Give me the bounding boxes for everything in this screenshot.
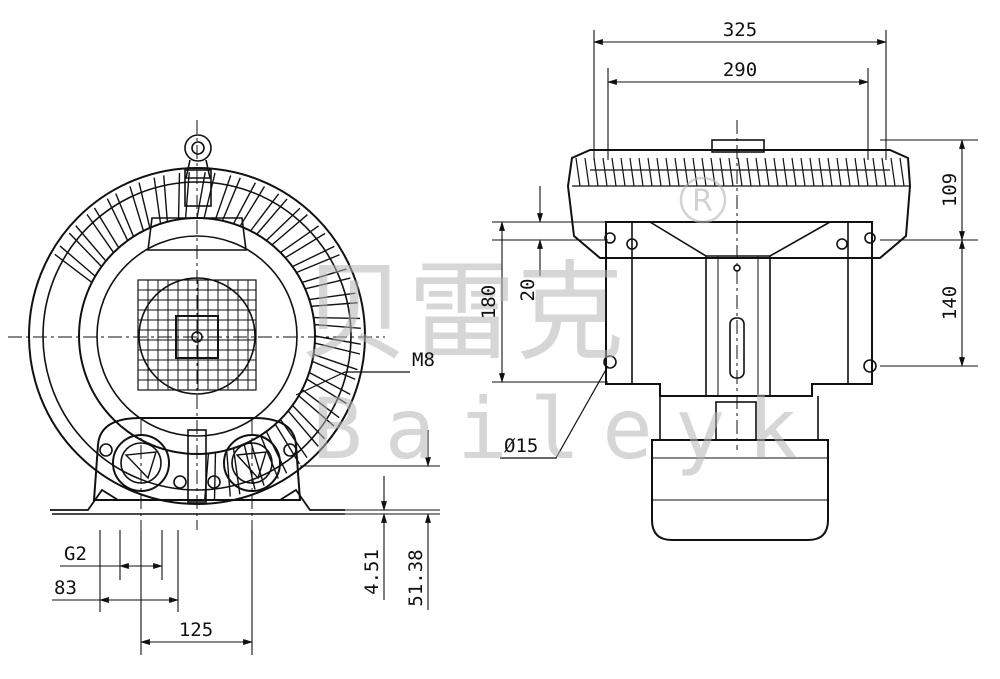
dim-upper-height: 109 <box>939 173 961 207</box>
motor-can <box>651 439 829 541</box>
dim-port-thread: G2 <box>64 543 87 565</box>
dim-port-spacing: 125 <box>179 619 213 641</box>
dim-flange-height: 180 <box>478 285 500 319</box>
registered-mark-icon: R <box>692 184 713 219</box>
watermark-cn: 贝雷克 <box>300 251 624 376</box>
side-view <box>500 120 912 541</box>
dim-bolt-thread: M8 <box>412 349 435 371</box>
dim-inner-width: 290 <box>723 59 757 81</box>
dim-lower-height: 140 <box>939 286 961 320</box>
dim-port-offset: 83 <box>54 577 77 599</box>
dim-hole-diameter: Ø15 <box>504 435 538 457</box>
dimension-lines <box>52 30 978 655</box>
watermark-en: Baileyk <box>312 380 820 478</box>
blower-body <box>605 221 873 397</box>
dim-axis-height: 51.38 <box>405 549 427 606</box>
crown-fins <box>572 157 910 187</box>
lifting-eye-icon <box>184 134 212 179</box>
port-manifold <box>92 417 302 501</box>
dim-flange-offset: 20 <box>517 279 539 302</box>
dim-foot-height: 4.51 <box>361 549 383 595</box>
dim-overall-width: 325 <box>723 19 757 41</box>
dimension-labels: 325 290 109 140 180 20 Ø15 M8 G2 83 125 … <box>54 19 961 641</box>
watermark: 贝雷克 Baileyk R <box>300 176 820 478</box>
cooling-fins <box>54 172 361 500</box>
front-view <box>8 120 410 530</box>
base-feet <box>50 488 345 511</box>
